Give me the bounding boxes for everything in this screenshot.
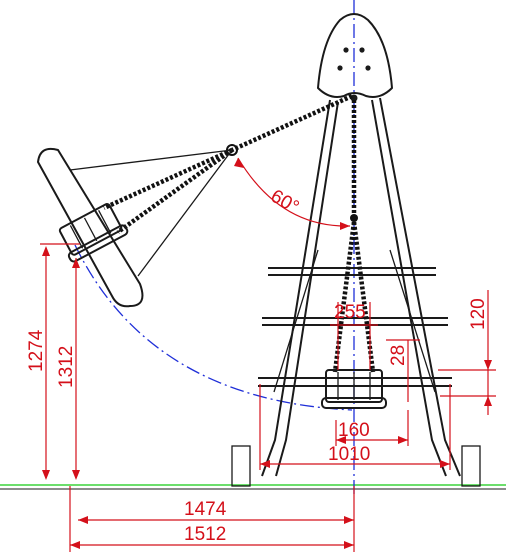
dim-255: 255: [334, 302, 366, 323]
top-cap-plate: [317, 13, 393, 98]
dim-28: 28: [388, 345, 409, 366]
right-foot: [461, 445, 481, 487]
dim-1312: 1312: [56, 346, 77, 388]
reach-dimensions: 1474 1512: [69, 486, 355, 552]
swing-panel: [37, 147, 144, 308]
seat-dimensions: 255 28 160 1010: [259, 302, 451, 470]
left-leg-inner: [275, 101, 339, 477]
left-foot: [231, 445, 251, 487]
swing-path-arc: [74, 244, 353, 411]
angle-label: 60°: [267, 186, 302, 219]
dim-1474: 1474: [184, 499, 227, 520]
right-leg-outer: [379, 97, 461, 477]
dim-1274: 1274: [26, 329, 47, 372]
a-frame: [231, 13, 481, 487]
angle-arc: [237, 157, 351, 227]
right-leg-inner: [371, 99, 447, 477]
dim-120: 120: [468, 298, 489, 330]
dim-1010: 1010: [328, 444, 370, 465]
swing-seat-swung: [37, 93, 353, 308]
left-leg-outer: [261, 99, 331, 477]
dim-160: 160: [338, 420, 370, 441]
clearance-dimension: 120: [438, 290, 496, 415]
height-dimensions: 1274 1312: [26, 243, 80, 480]
dim-1512: 1512: [184, 524, 226, 545]
